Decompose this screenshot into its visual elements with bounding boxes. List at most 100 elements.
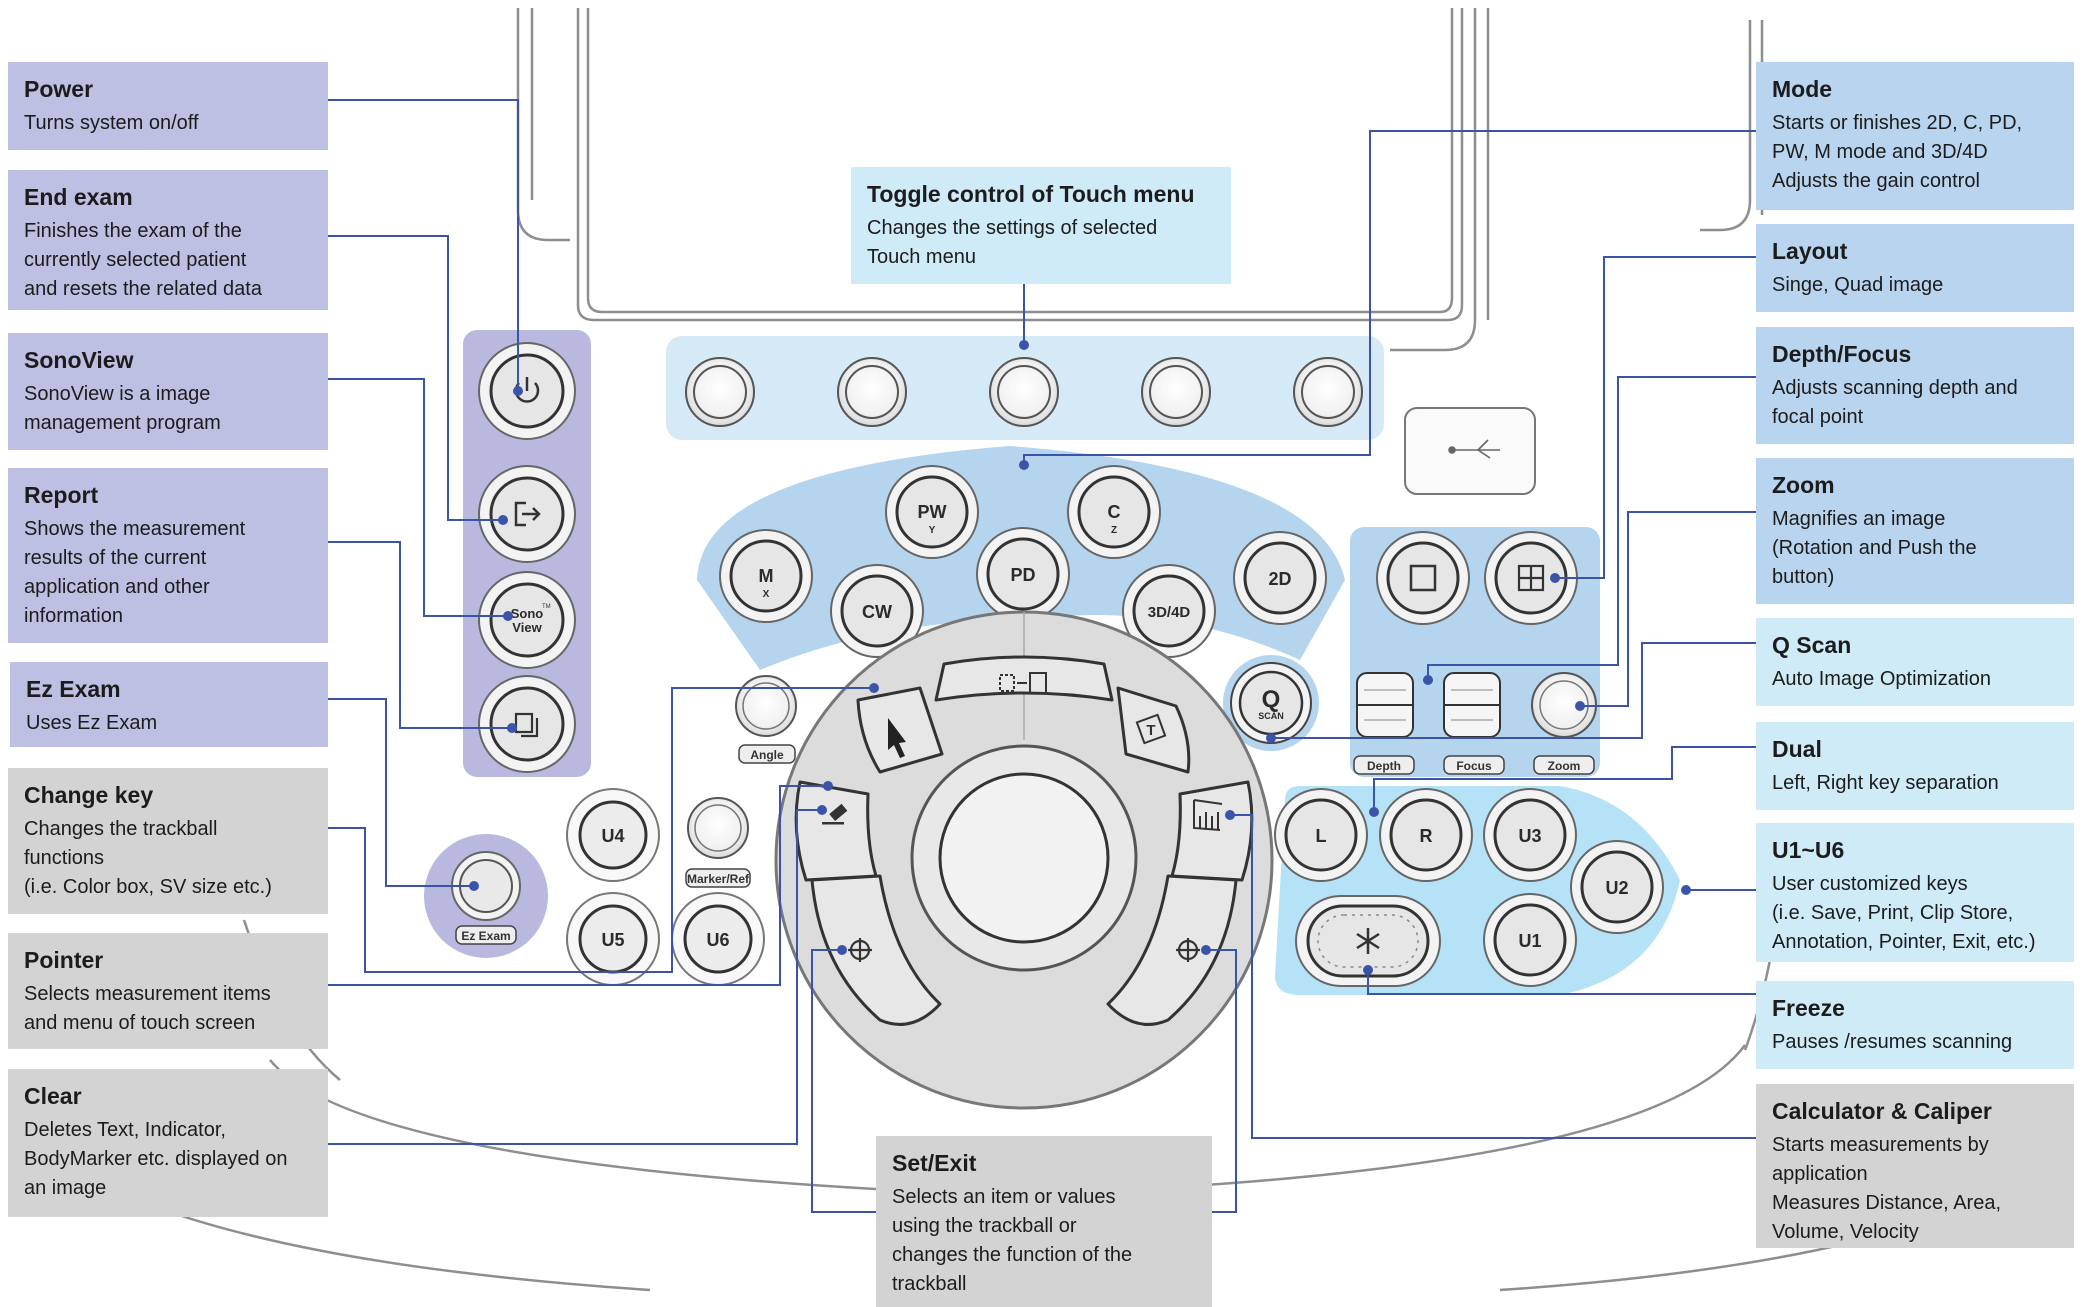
exit-key[interactable] (1106, 874, 1238, 1026)
depth-rocker[interactable] (1356, 672, 1414, 738)
u1-key[interactable]: U1 (1483, 893, 1577, 987)
callout-depth-focus-title: Depth/Focus (1772, 341, 1912, 367)
callout-ez-exam-title: Ez Exam (26, 676, 121, 702)
callout-u1-u6-title: U1~U6 (1772, 837, 1845, 863)
u1-label: U1 (1518, 931, 1541, 951)
u2-label: U2 (1605, 878, 1628, 898)
callout-pointer-desc: Selects measurement items and menu of to… (24, 983, 271, 1034)
sonoview-label-line1: Sono (511, 606, 544, 621)
freeze-key[interactable] (1295, 895, 1441, 987)
sonoview-trademark: TM (542, 604, 551, 610)
caliper-key[interactable] (1170, 780, 1254, 882)
callout-freeze-title: Freeze (1772, 995, 1845, 1021)
report-key[interactable] (478, 675, 576, 773)
callout-ez-exam-desc: Uses Ez Exam (26, 712, 158, 734)
sonoview-key[interactable]: Sono View TM (478, 571, 576, 669)
usb-port (1404, 407, 1536, 495)
cw-label: CW (862, 602, 892, 622)
callout-zoom-title: Zoom (1772, 472, 1835, 498)
touch-toggle-knob[interactable] (685, 357, 755, 427)
callout-power-title: Power (24, 76, 94, 102)
marker-ref-knob[interactable] (687, 797, 749, 859)
u2-key[interactable]: U2 (1570, 840, 1664, 934)
callout-power: Power Turns system on/off (8, 62, 328, 150)
u6-label: U6 (706, 930, 729, 950)
callout-freeze: Freeze Pauses /resumes scanning (1756, 981, 2074, 1069)
m-key[interactable]: M X (719, 529, 813, 623)
snowflake-icon (1356, 928, 1380, 954)
pd-label: PD (1010, 565, 1035, 585)
pointer-key[interactable] (856, 686, 944, 774)
callout-report-title: Report (24, 482, 99, 508)
focus-rocker[interactable] (1443, 672, 1501, 738)
callout-freeze-desc: Pauses /resumes scanning (1772, 1031, 2013, 1053)
u5-label: U5 (601, 930, 624, 950)
u6-key[interactable]: U6 (671, 892, 765, 986)
callout-end-exam: End exam Finishes the exam of the curren… (8, 170, 328, 310)
callout-clear-title: Clear (24, 1083, 82, 1109)
touch-toggle-knob[interactable] (837, 357, 907, 427)
touch-toggle-knobs (685, 357, 1363, 427)
callout-sonoview-desc: SonoView is a image management program (24, 383, 221, 434)
pw-key[interactable]: PW Y (885, 465, 979, 559)
callout-dual-desc: Left, Right key separation (1772, 772, 1999, 794)
2d-key[interactable]: 2D (1233, 531, 1327, 625)
callout-set-exit-desc: Selects an item or values using the trac… (892, 1186, 1133, 1295)
touch-toggle-knob[interactable] (1141, 357, 1211, 427)
callout-dual-title: Dual (1772, 736, 1822, 762)
callout-calc-caliper-title: Calculator & Caliper (1772, 1098, 1992, 1124)
callout-layout: Layout Singe, Quad image (1756, 224, 2074, 312)
callout-report-desc: Shows the measurement results of the cur… (24, 518, 246, 627)
crosshair-icon (848, 938, 872, 962)
u4-label: U4 (601, 826, 624, 846)
u3-key[interactable]: U3 (1483, 788, 1577, 882)
callout-mode-desc: Starts or finishes 2D, C, PD, PW, M mode… (1772, 112, 2023, 192)
angle-knob[interactable] (735, 675, 797, 737)
angle-tab (738, 744, 796, 764)
leader-lines (328, 99, 1756, 1213)
u3-label: U3 (1518, 826, 1541, 846)
single-square-icon (1409, 564, 1437, 592)
u4-key[interactable]: U4 (566, 788, 660, 882)
quad-square-icon (1517, 564, 1545, 592)
callout-end-exam-title: End exam (24, 184, 133, 210)
zoom-tab (1533, 755, 1595, 775)
pw-label: PW (918, 502, 947, 522)
crosshair-icon (1176, 938, 1200, 962)
change-key[interactable] (934, 655, 1114, 702)
r-label: R (1420, 826, 1433, 846)
c-key[interactable]: C Z (1067, 465, 1161, 559)
trackball[interactable] (910, 744, 1138, 972)
pd-key[interactable]: PD (976, 527, 1070, 621)
callout-report: Report Shows the measurement results of … (8, 468, 328, 643)
callout-q-scan: Q Scan Auto Image Optimization (1756, 618, 2074, 706)
q-label: Q (1262, 686, 1281, 713)
eraser-icon (822, 803, 848, 825)
callout-calc-caliper-desc: Starts measurements by application Measu… (1772, 1134, 2001, 1243)
callout-toggle-touch-menu: Toggle control of Touch menu Changes the… (851, 167, 1231, 284)
copy-icon (514, 712, 539, 738)
callout-calculator-caliper: Calculator & Caliper Starts measurements… (1756, 1084, 2074, 1248)
cw-key[interactable]: CW (830, 564, 924, 658)
single-layout-key[interactable] (1376, 531, 1470, 625)
ez-exam-key[interactable] (451, 851, 521, 921)
callout-end-exam-desc: Finishes the exam of the currently selec… (24, 220, 262, 300)
u5-key[interactable]: U5 (566, 892, 660, 986)
touch-toggle-knob[interactable] (1293, 357, 1363, 427)
callout-u1-u6: U1~U6 User customized keys (i.e. Save, P… (1756, 823, 2074, 962)
m-sub-label: X (763, 589, 770, 600)
q-scan-key[interactable]: Q SCAN (1223, 655, 1319, 751)
touch-toggle-knob[interactable] (989, 357, 1059, 427)
l-key[interactable]: L (1274, 788, 1368, 882)
end-exam-key[interactable] (478, 465, 576, 563)
quad-layout-key[interactable] (1484, 531, 1578, 625)
set-key[interactable] (810, 874, 942, 1026)
power-key[interactable] (478, 342, 576, 440)
clear-key[interactable] (794, 780, 878, 882)
text-key[interactable]: T (1116, 686, 1191, 774)
callout-set-exit-title: Set/Exit (892, 1150, 977, 1176)
3d4d-key[interactable]: 3D/4D (1122, 564, 1216, 658)
r-key[interactable]: R (1379, 788, 1473, 882)
callout-ez-exam: Ez Exam Uses Ez Exam (10, 662, 328, 747)
callout-mode: Mode Starts or finishes 2D, C, PD, PW, M… (1756, 62, 2074, 210)
